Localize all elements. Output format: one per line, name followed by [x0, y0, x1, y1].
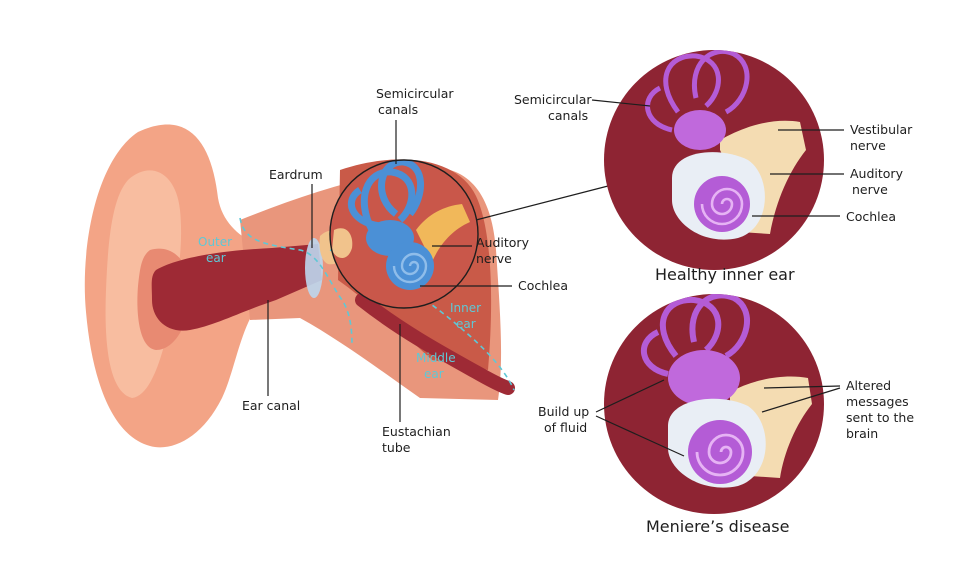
healthy-label-semicircular-line1: Semicircular: [514, 92, 592, 107]
disease-label-altered-line1: Altered: [846, 378, 891, 393]
eustachian-tube-shape: [355, 293, 515, 395]
label-eardrum: Eardrum: [269, 167, 323, 182]
zoom-cochlea-spiral: [392, 252, 428, 284]
zoom-circle-outline: [329, 159, 479, 309]
zone-middle-ear-line2: ear: [424, 367, 444, 381]
disease-panel-title: Meniere’s disease: [646, 517, 789, 536]
healthy-label-auditory-line2: nerve: [852, 182, 888, 197]
inner-ear-zoom: [329, 159, 609, 309]
zoom-eardrum-bits: [332, 228, 353, 258]
disease-canals: [640, 294, 751, 377]
disease-label-altered-line3: sent to the: [846, 410, 914, 425]
healthy-inner-ear-panel: Semicircular canals Vestibular nerve Aud…: [514, 50, 913, 284]
label-eustachian-tube-line1: Eustachian: [382, 424, 451, 439]
eardrum-membrane: [305, 238, 323, 298]
label-eustachian-tube-line2: tube: [382, 440, 411, 455]
disease-label-fluid-line1: Build up: [538, 404, 589, 419]
disease-label-altered-line4: brain: [846, 426, 878, 441]
label-cochlea: Cochlea: [518, 278, 568, 293]
healthy-panel-title: Healthy inner ear: [655, 265, 795, 284]
healthy-vestibule: [674, 110, 726, 150]
disease-cochlea-spiral: [695, 433, 745, 477]
outer-middle-boundary: [239, 217, 353, 347]
label-auditory-nerve-line2: nerve: [476, 251, 512, 266]
disease-label-altered-line2: messages: [846, 394, 909, 409]
healthy-label-auditory-line1: Auditory: [850, 166, 904, 181]
label-ear-canal: Ear canal: [242, 398, 300, 413]
zoom-connector: [475, 185, 609, 221]
healthy-label-semicircular-line2: canals: [548, 108, 588, 123]
healthy-cochlea-spiral: [700, 187, 744, 226]
label-semicircular-canals-line2: canals: [378, 102, 418, 117]
zone-labels: Outer ear Inner ear Middle ear: [198, 235, 481, 381]
healthy-label-vestibular-line2: nerve: [850, 138, 886, 153]
main-labels: Semicircular canals Eardrum Auditory ner…: [242, 86, 568, 455]
zone-middle-ear-line1: Middle: [416, 351, 456, 365]
healthy-canals: [645, 50, 750, 133]
ear-canal-shape: [151, 244, 322, 331]
zone-inner-ear-line2: ear: [456, 317, 476, 331]
zone-outer-ear-line1: Outer: [198, 235, 232, 249]
zoom-nerve: [416, 204, 470, 262]
label-semicircular-canals-line1: Semicircular: [376, 86, 454, 101]
label-auditory-nerve-line1: Auditory: [476, 235, 530, 250]
healthy-label-vestibular-line1: Vestibular: [850, 122, 913, 137]
zone-outer-ear-line2: ear: [206, 251, 226, 265]
healthy-label-cochlea: Cochlea: [846, 209, 896, 224]
menieres-disease-panel: Build up of fluid Altered messages sent …: [538, 294, 914, 536]
disease-label-fluid-line2: of fluid: [544, 420, 587, 435]
disease-vestibule-swollen: [668, 350, 740, 406]
zone-inner-ear-line1: Inner: [450, 301, 481, 315]
zoom-canals: [347, 160, 424, 232]
